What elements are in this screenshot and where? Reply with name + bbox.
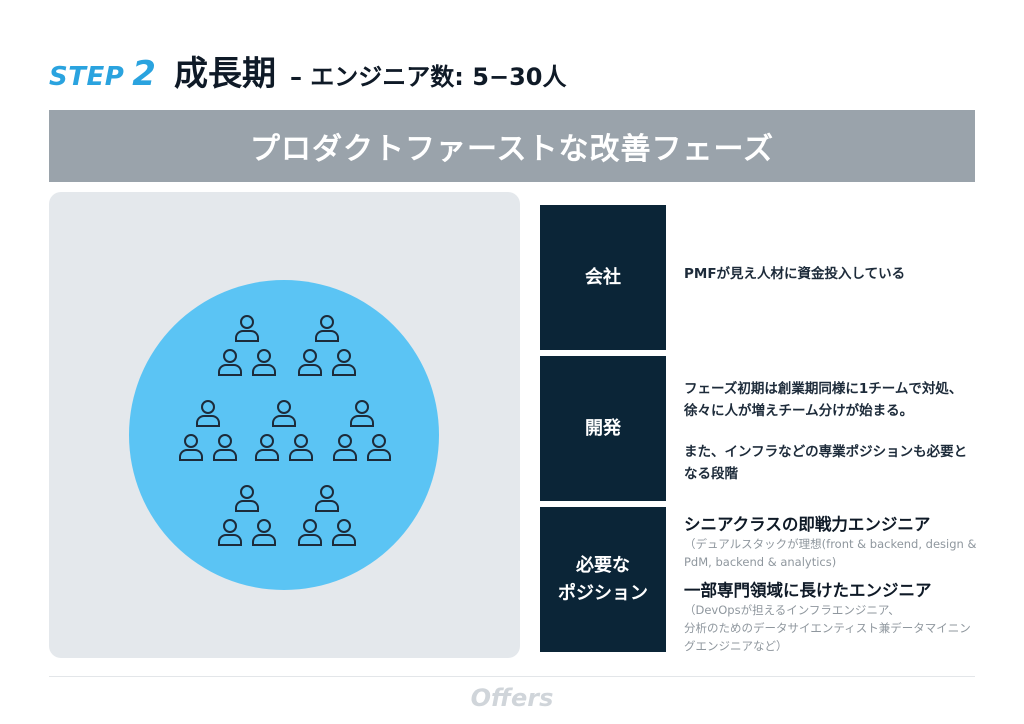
desc-dev-line: なる段階 bbox=[684, 465, 738, 482]
position-title: シニアクラスの即戦力エンジニア bbox=[684, 515, 931, 534]
position-note: 分析のためのデータサイエンティスト兼データマイニン bbox=[684, 620, 971, 635]
label-company: 会社 bbox=[540, 205, 666, 350]
page-subtitle: – エンジニア数: 5−30人 bbox=[289, 63, 567, 91]
person-icon bbox=[253, 432, 281, 462]
person-icon bbox=[194, 398, 222, 428]
person-icon bbox=[250, 517, 278, 547]
banner-text: プロダクトファーストな改善フェーズ bbox=[250, 132, 774, 167]
desc-company: PMFが見え人材に資金投入している bbox=[684, 264, 984, 286]
person-icon bbox=[287, 432, 315, 462]
person-icon bbox=[330, 347, 358, 377]
footer-divider bbox=[49, 676, 975, 677]
person-icon bbox=[330, 517, 358, 547]
person-icon bbox=[233, 483, 261, 513]
phase-banner: プロダクトファーストな改善フェーズ bbox=[49, 110, 975, 182]
person-icon bbox=[233, 313, 261, 343]
desc-positions: シニアクラスの即戦力エンジニア （デュアルスタックが理想(front & bac… bbox=[684, 514, 984, 656]
label-line: 必要な bbox=[576, 554, 630, 576]
person-icon bbox=[177, 432, 205, 462]
position-note: グエンジニアなど） bbox=[684, 638, 788, 653]
label-positions: 必要な ポジション bbox=[540, 507, 666, 652]
label-positions-text: 必要な ポジション bbox=[558, 552, 648, 608]
slide-header: STEP 2 成長期 – エンジニア数: 5−30人 bbox=[49, 46, 566, 96]
person-icon bbox=[211, 432, 239, 462]
page-title: 成長期 bbox=[173, 54, 276, 94]
step-number: 2 bbox=[132, 54, 156, 94]
position-note: （DevOpsが担えるインフラエンジニア、 bbox=[684, 603, 900, 618]
label-development-text: 開発 bbox=[585, 417, 621, 439]
person-icon bbox=[250, 347, 278, 377]
step-label: STEP bbox=[49, 62, 125, 92]
desc-development: フェーズ初期は創業期同様に1チームで対処、 徐々に人が増えチーム分けが始まる。 … bbox=[684, 379, 984, 485]
desc-dev-line: フェーズ初期は創業期同様に1チームで対処、 bbox=[684, 381, 963, 397]
person-icon bbox=[216, 517, 244, 547]
offers-logo: Offers bbox=[470, 684, 554, 712]
position-note: （デュアルスタックが理想(front & backend, design & bbox=[684, 537, 977, 552]
person-icon bbox=[296, 347, 324, 377]
person-icon bbox=[216, 347, 244, 377]
desc-company-text: PMFが見え人材に資金投入している bbox=[684, 266, 906, 282]
person-icon bbox=[348, 398, 376, 428]
label-line: ポジション bbox=[558, 582, 648, 604]
person-icon bbox=[296, 517, 324, 547]
label-company-text: 会社 bbox=[585, 266, 621, 288]
position-title: 一部専門領域に長けたエンジニア bbox=[684, 580, 932, 600]
person-icon bbox=[331, 432, 359, 462]
desc-dev-line: 徐々に人が増えチーム分けが始まる。 bbox=[684, 402, 914, 419]
person-icon bbox=[313, 483, 341, 513]
person-icon bbox=[313, 313, 341, 343]
person-icon bbox=[270, 398, 298, 428]
person-icon bbox=[365, 432, 393, 462]
desc-dev-line: また、インフラなどの専業ポジションも必要と bbox=[684, 444, 968, 461]
illustration-panel bbox=[49, 192, 520, 658]
position-note: PdM, backend & analytics) bbox=[684, 555, 837, 570]
label-development: 開発 bbox=[540, 356, 666, 501]
team-circle bbox=[129, 280, 439, 590]
